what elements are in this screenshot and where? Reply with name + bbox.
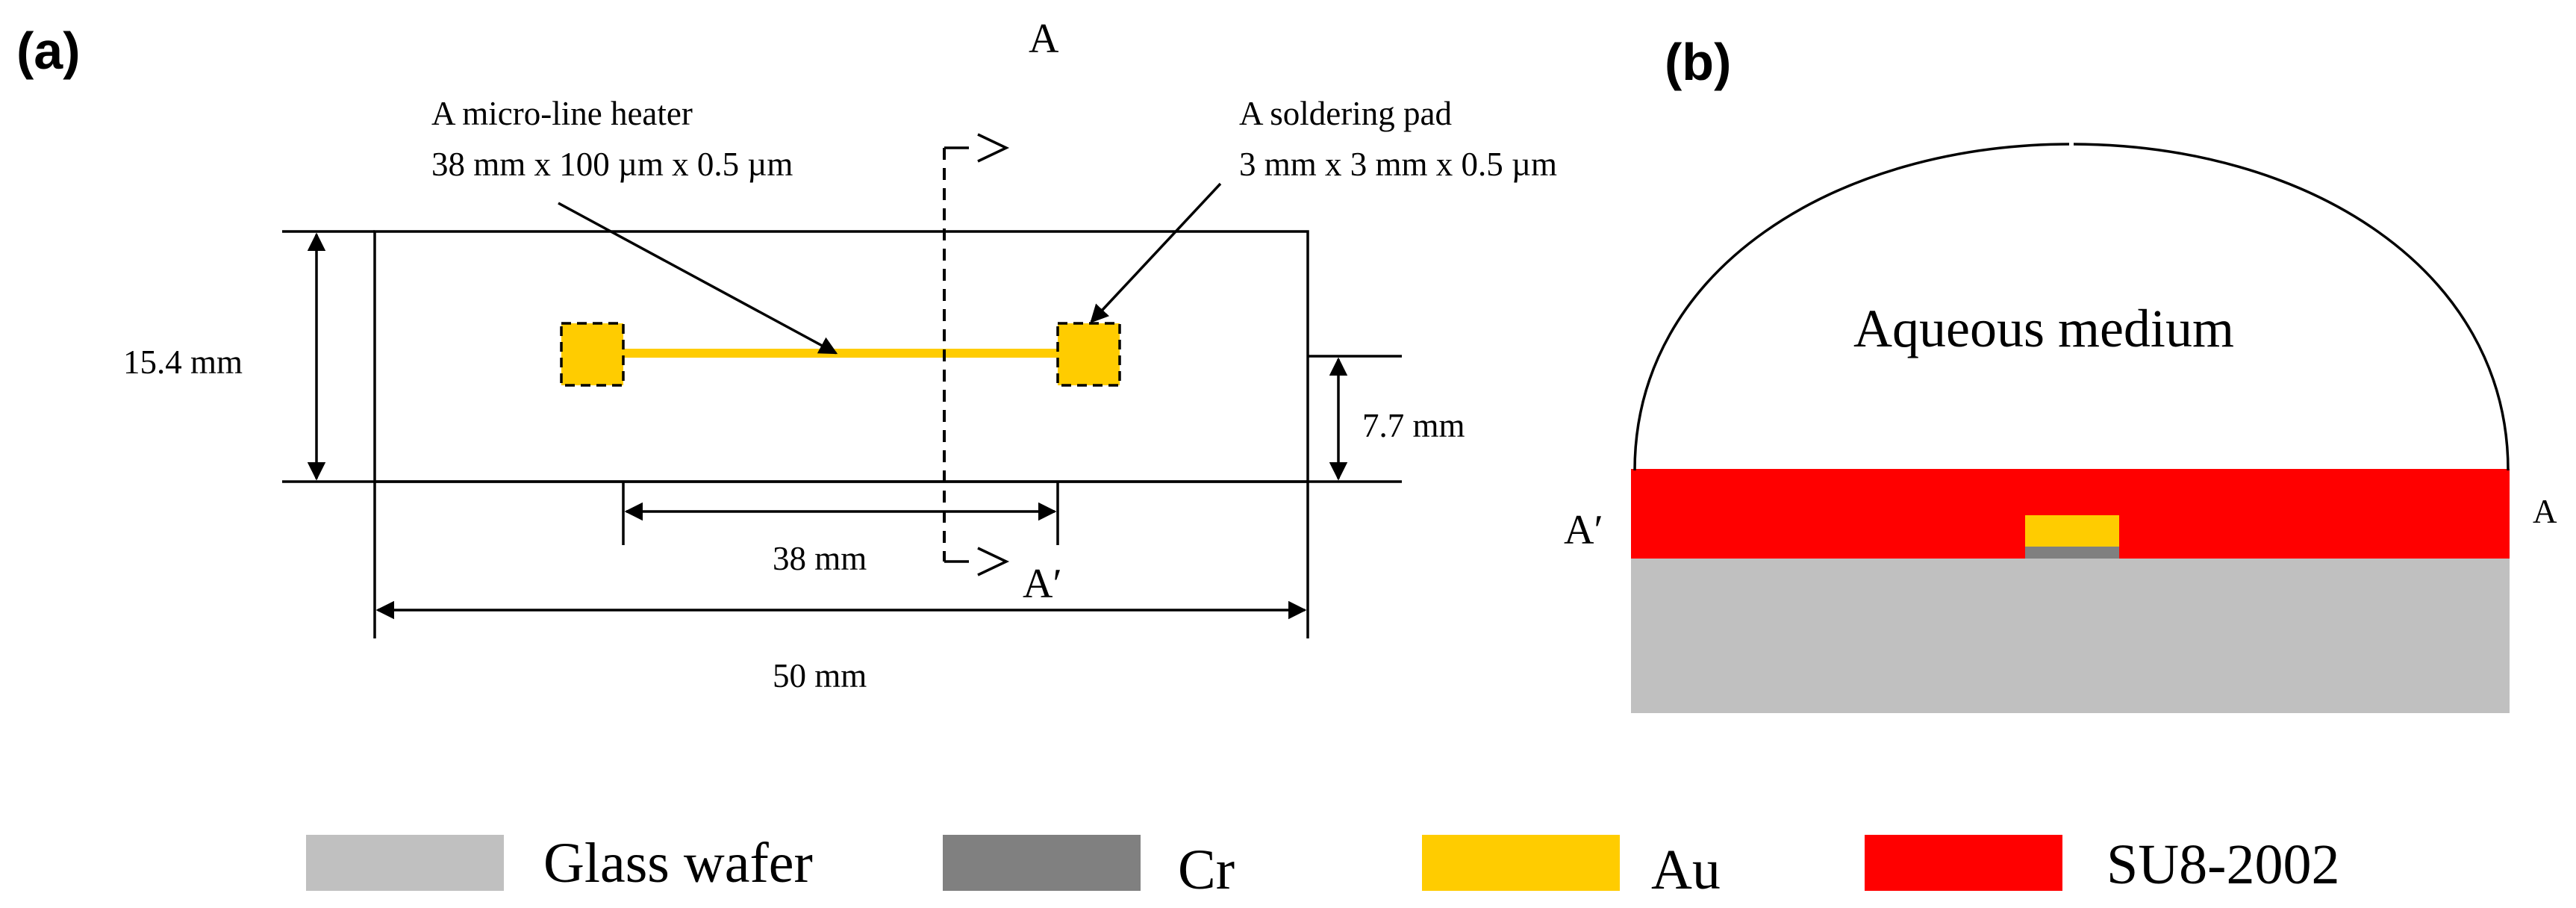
legend-swatch-au	[1422, 835, 1620, 891]
dimension-label-height: 15.4 mm	[123, 343, 243, 381]
section-label-right: A	[2533, 493, 2557, 530]
legend-label-au: Au	[1651, 839, 1721, 901]
aqueous-medium-label: Aqueous medium	[1853, 299, 2234, 358]
section-arrow-bottom	[977, 547, 1010, 576]
panel-b-label: (b)	[1665, 33, 1731, 91]
heater-leader-arrow	[558, 202, 838, 355]
legend-label-glass-wafer: Glass wafer	[543, 832, 813, 895]
legend-label-cr: Cr	[1178, 839, 1235, 901]
dimension-label-width: 50 mm	[773, 657, 867, 694]
legend-swatch-glass-wafer	[306, 835, 504, 891]
panel-a: (a) 15.4 mm 7.7 mm 38 mm 50 mm A A′	[16, 16, 1557, 694]
cr-layer	[2025, 547, 2119, 559]
section-arrow-top	[977, 133, 1010, 163]
glass-wafer-layer	[1631, 559, 2510, 713]
legend-label-su8-2002: SU8-2002	[2106, 833, 2339, 896]
panel-a-label: (a)	[16, 22, 81, 80]
soldering-pad-right	[1056, 322, 1121, 387]
dimension-label-heater-length: 38 mm	[773, 540, 867, 577]
legend: Glass wafer Cr Au SU8-2002	[306, 832, 2339, 901]
section-label-bottom: A′	[1023, 561, 1062, 607]
au-heater-layer	[2025, 515, 2119, 547]
panel-b: (b) Aqueous medium A′ A	[1564, 33, 2557, 713]
heater-label-line1: A micro-line heater	[431, 95, 693, 132]
section-label-top: A	[1029, 16, 1059, 62]
pad-label-line2: 3 mm x 3 mm x 0.5 µm	[1239, 146, 1557, 183]
legend-swatch-cr	[943, 835, 1141, 891]
section-label-left: A′	[1564, 507, 1603, 553]
heater-label-line2: 38 mm x 100 µm x 0.5 µm	[431, 146, 793, 183]
soldering-pad-left	[560, 322, 625, 387]
dimension-label-half-height: 7.7 mm	[1362, 407, 1465, 444]
legend-swatch-su8-2002	[1865, 835, 2062, 891]
pad-leader-arrow	[1090, 182, 1222, 323]
pad-label-line1: A soldering pad	[1239, 95, 1452, 132]
